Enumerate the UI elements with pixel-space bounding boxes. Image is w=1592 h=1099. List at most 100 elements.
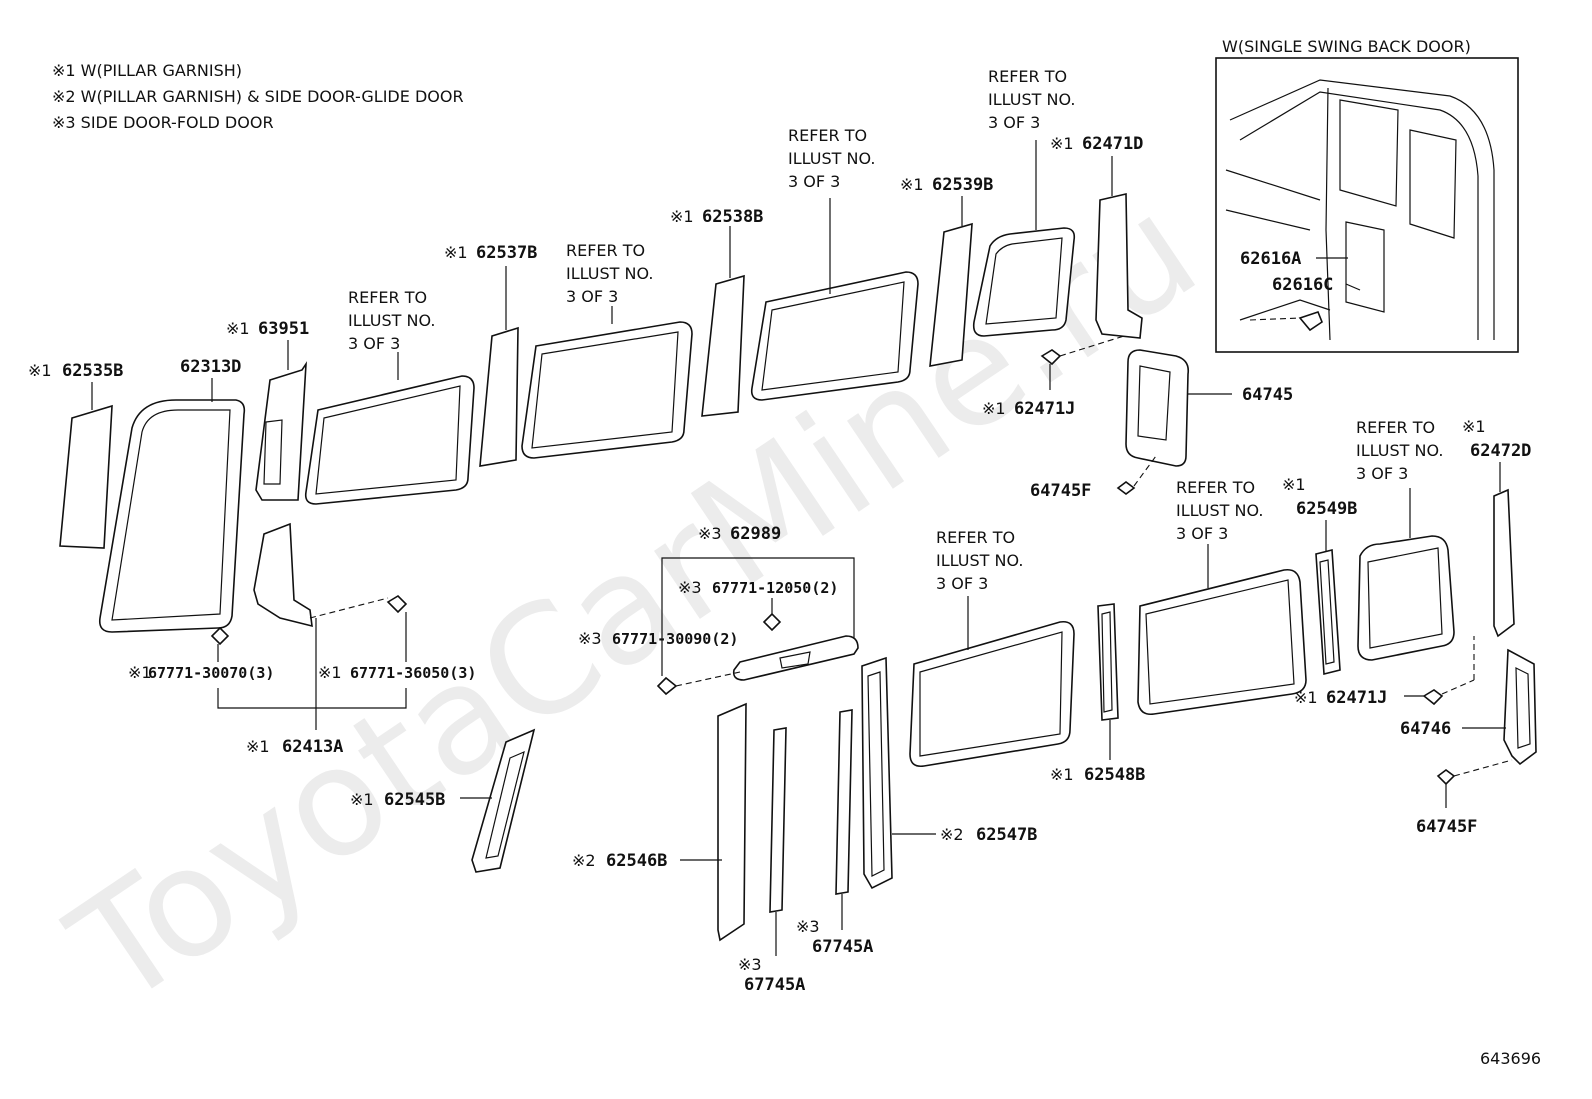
part-63951[interactable]: 63951 [258,319,309,339]
part-62616A[interactable]: 62616A [1240,249,1301,269]
part-group-62545B: ※1 62545B [350,728,536,873]
mark: ※1 [670,207,694,226]
mark: ※2 [940,825,964,844]
part-group-62549B: ※1 62549B [1282,475,1357,676]
mark: ※3 [578,629,602,648]
refer-line: 3 OF 3 [1176,524,1228,543]
mark: ※1 [128,663,152,682]
refer-line: REFER TO [566,241,645,260]
refer-line: REFER TO [936,528,1015,547]
refer-line: REFER TO [1176,478,1255,497]
part-group-62546B: ※2 62546B [572,702,747,942]
window-seal-6: REFER TO ILLUST NO. 3 OF 3 [1137,478,1307,716]
refer-line: ILLUST NO. [1176,501,1263,520]
mark: ※1 [246,737,270,756]
inset-single-swing-back-door: W(SINGLE SWING BACK DOOR) 62616A 62616C [1215,37,1519,353]
part-62545B[interactable]: 62545B [384,790,445,810]
part-67771-36050[interactable]: 67771-36050(3) [350,664,476,682]
part-62616C[interactable]: 62616C [1272,275,1333,295]
refer-line: 3 OF 3 [988,113,1040,132]
window-seal-3: REFER TO ILLUST NO. 3 OF 3 [750,126,919,401]
refer-line: REFER TO [1356,418,1435,437]
refer-line: 3 OF 3 [788,172,840,191]
part-64746[interactable]: 64746 [1400,719,1451,739]
refer-line: ILLUST NO. [936,551,1023,570]
part-62538B[interactable]: 62538B [702,207,763,227]
mark: ※1 [982,399,1006,418]
part-group-62538B: ※1 62538B [670,207,763,417]
part-62471D[interactable]: 62471D [1082,134,1143,154]
mark: ※3 [678,578,702,597]
mark: ※3 [796,917,820,936]
note-1: ※1 W(PILLAR GARNISH) [52,61,242,80]
mark: ※1 [1050,765,1074,784]
window-seal-5: REFER TO ILLUST NO. 3 OF 3 [909,528,1075,768]
part-group-62471J: ※1 62471J [982,335,1125,419]
note-2: ※2 W(PILLAR GARNISH) & SIDE DOOR-GLIDE D… [52,87,464,106]
part-group-62471D: ※1 62471D [1050,134,1143,339]
part-64745F[interactable]: 64745F [1030,481,1091,501]
part-62537B[interactable]: 62537B [476,243,537,263]
footnotes: ※1 W(PILLAR GARNISH) ※2 W(PILLAR GARNISH… [52,61,464,132]
mark: ※1 [350,790,374,809]
part-62539B[interactable]: 62539B [932,175,993,195]
part-group-62313D: 62313D [98,357,246,633]
mark: ※1 [1282,475,1306,494]
part-group-62472D: ※1 62472D [1462,417,1531,638]
refer-line: ILLUST NO. [788,149,875,168]
part-62549B[interactable]: 62549B [1296,499,1357,519]
refer-line: 3 OF 3 [566,287,618,306]
mark: ※1 [1294,688,1318,707]
part-group-63951: ※1 63951 [226,319,309,501]
part-67771-12050[interactable]: 67771-12050(2) [712,579,838,597]
part-62472D[interactable]: 62472D [1470,441,1531,461]
note-3: ※3 SIDE DOOR-FOLD DOOR [52,113,274,132]
part-62535B[interactable]: 62535B [62,361,123,381]
refer-line: REFER TO [788,126,867,145]
window-seal-1: REFER TO ILLUST NO. 3 OF 3 [304,288,475,505]
refer-line: ILLUST NO. [988,90,1075,109]
mark: ※1 [28,361,52,380]
window-seal-7: REFER TO ILLUST NO. 3 OF 3 [1356,418,1455,661]
mark: ※3 [698,524,722,543]
refer-line: 3 OF 3 [348,334,400,353]
refer-line: 3 OF 3 [936,574,988,593]
part-group-62547B: ※2 62547B [861,656,1037,890]
part-62547B[interactable]: 62547B [976,825,1037,845]
refer-line: ILLUST NO. [1356,441,1443,460]
part-group-67745A-left: ※3 67745A [738,727,805,995]
part-group-64746: 64746 64745F [1400,648,1537,837]
part-62413A[interactable]: 62413A [282,737,343,757]
part-67745A[interactable]: 67745A [744,975,805,995]
part-67771-30090[interactable]: 67771-30090(2) [612,630,738,648]
mark: ※3 [738,955,762,974]
refer-line: REFER TO [348,288,427,307]
part-62989[interactable]: 62989 [730,524,781,544]
window-seal-4: REFER TO ILLUST NO. 3 OF 3 [972,67,1075,337]
part-group-64745: 64745 64745F [1030,349,1293,501]
part-62471J[interactable]: 62471J [1014,399,1075,419]
part-group-62539B: ※1 62539B [900,175,993,367]
part-64745[interactable]: 64745 [1242,385,1293,405]
mark: ※1 [900,175,924,194]
window-seal-2: REFER TO ILLUST NO. 3 OF 3 [521,241,693,459]
part-62313D[interactable]: 62313D [180,357,241,377]
mark: ※1 [1462,417,1486,436]
part-62548B[interactable]: 62548B [1084,765,1145,785]
part-64745F-2[interactable]: 64745F [1416,817,1477,837]
mark: ※1 [318,663,342,682]
part-group-62548B: ※1 62548B [1050,603,1145,785]
mark: ※1 [1050,134,1074,153]
refer-line: 3 OF 3 [1356,464,1408,483]
part-group-67745A-right: ※3 67745A [796,709,873,957]
part-67745A-2[interactable]: 67745A [812,937,873,957]
part-62471J-2[interactable]: 62471J [1326,688,1387,708]
part-67771-30070[interactable]: 67771-30070(3) [148,664,274,682]
figure-id: 643696 [1480,1049,1541,1068]
part-group-62535B: ※1 62535B [28,361,123,549]
refer-line: ILLUST NO. [566,264,653,283]
part-62546B[interactable]: 62546B [606,851,667,871]
mark: ※2 [572,851,596,870]
mark: ※1 [226,319,250,338]
